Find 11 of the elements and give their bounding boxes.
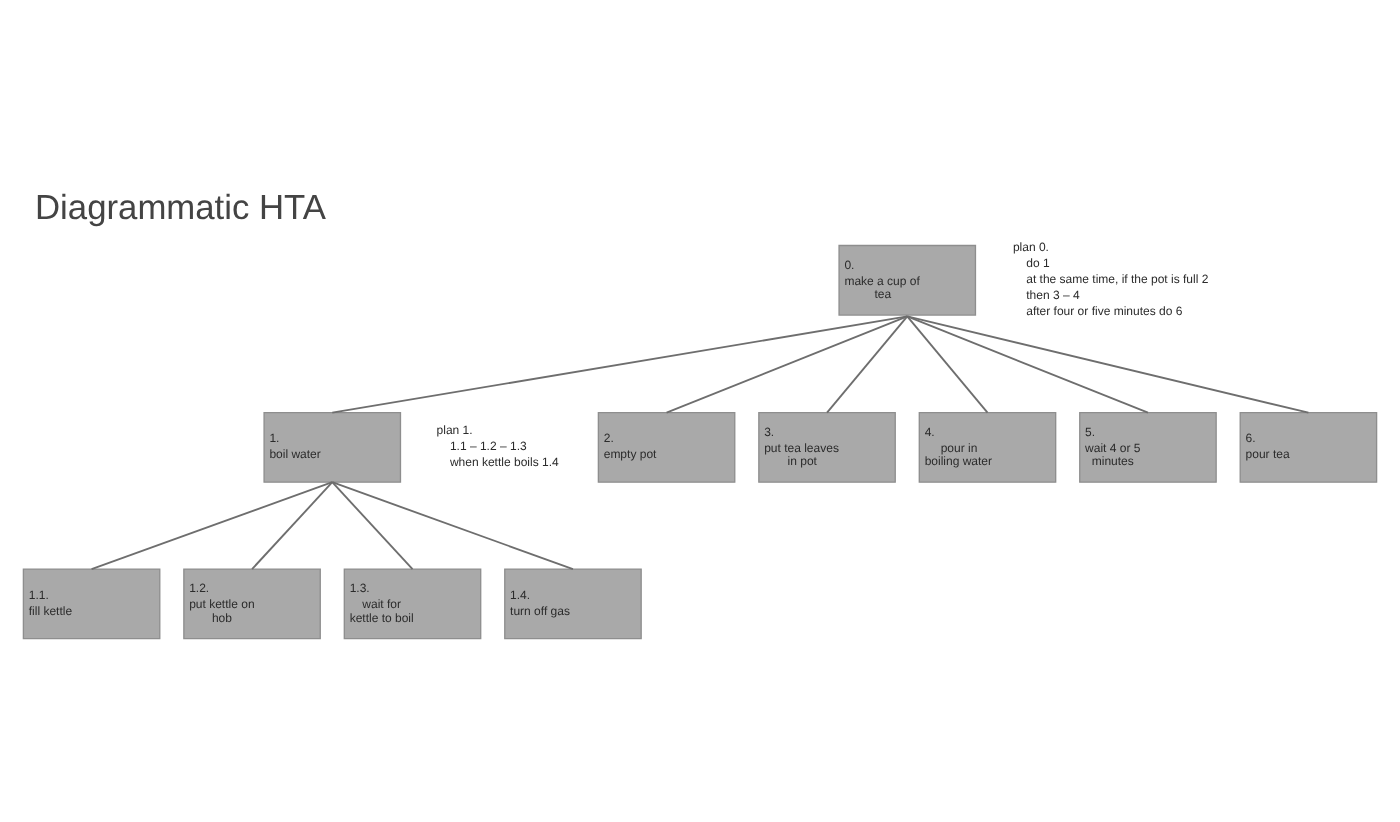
diagram-title: Diagrammatic HTA: [35, 185, 326, 226]
connector: [331, 314, 909, 413]
connector: [90, 480, 334, 570]
connector: [906, 314, 989, 413]
connector: [251, 480, 334, 570]
connector: [826, 314, 909, 413]
connector: [331, 480, 574, 570]
connector: [906, 314, 1310, 413]
connector: [665, 314, 909, 413]
connector: [331, 480, 414, 570]
connector: [906, 314, 1149, 413]
